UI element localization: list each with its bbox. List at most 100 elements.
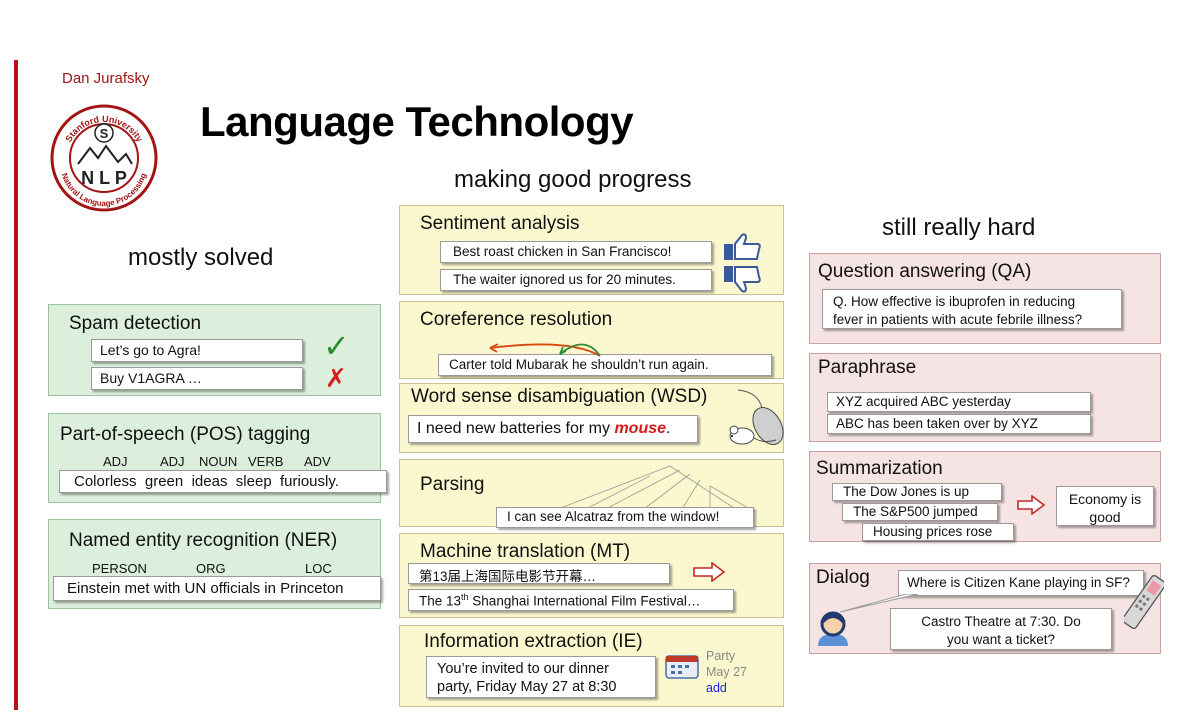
page-title: Language Technology	[200, 98, 634, 145]
ie-event-name: Party	[706, 649, 736, 663]
panel-ie: Information extraction (IE) You’re invit…	[399, 625, 784, 707]
calendar-icon	[665, 655, 699, 679]
qa-question: Q. How effective is ibuprofen in reducin…	[822, 289, 1122, 329]
svg-text:N L P: N L P	[81, 168, 127, 188]
panel-title: Coreference resolution	[420, 309, 613, 330]
paraphrase-example: ABC has been taken over by XYZ	[827, 414, 1091, 434]
panel-parsing: Parsing I can see Alcatraz from the wind…	[399, 459, 784, 528]
panel-title: Spam detection	[69, 313, 202, 334]
thumbs-up-icon	[724, 233, 761, 260]
panel-paraphrase: Paraphrase XYZ acquired ABC yesterday AB…	[809, 353, 1161, 442]
summary-output-line: Economy is	[1068, 491, 1142, 507]
qa-question-line: fever in patients with acute febrile ill…	[833, 312, 1083, 327]
mt-target-sentence: The 13th Shanghai International Film Fes…	[408, 589, 734, 611]
user-avatar-icon	[818, 611, 848, 646]
wsd-keyword: mouse	[614, 420, 667, 437]
ner-tag: ORG	[196, 561, 226, 576]
ner-tag: LOC	[305, 561, 332, 576]
panel-title: Machine translation (MT)	[420, 541, 631, 562]
panel-coreference: Coreference resolution Carter told Mubar…	[399, 301, 784, 379]
ie-email-line: party, Friday May 27 at 8:30	[437, 679, 617, 695]
pos-word: green	[144, 473, 184, 490]
panel-dialog: Dialog Where is Citizen Kane playing in …	[809, 563, 1164, 654]
check-mark-icon: ✓	[323, 328, 350, 364]
panel-pos-tagging: Part-of-speech (POS) tagging ADJ ADJ NOU…	[48, 413, 387, 503]
summary-source-sentence: Housing prices rose	[862, 523, 1014, 541]
mt-target-text: The 13	[419, 593, 462, 609]
svg-text:S: S	[100, 126, 109, 141]
sentiment-example-positive: Best roast chicken in San Francisco!	[440, 241, 712, 263]
panel-title: Part-of-speech (POS) tagging	[60, 424, 311, 445]
ie-event-date: May 27	[706, 665, 747, 679]
paraphrase-example: XYZ acquired ABC yesterday	[827, 392, 1091, 412]
pos-tag: ADJ	[160, 454, 185, 469]
qa-question-line: Q. How effective is ibuprofen in reducin…	[833, 294, 1076, 309]
coref-arcs-icon	[489, 343, 601, 357]
panel-sentiment: Sentiment analysis Best roast chicken in…	[399, 205, 784, 295]
mt-target-text: Shanghai International Film Festival…	[468, 593, 701, 609]
column-heading-still-hard: still really hard	[882, 214, 1036, 241]
ner-tag: PERSON	[92, 561, 147, 576]
dialog-response-line: you want a ticket?	[946, 632, 1056, 647]
ie-email-text: You’re invited to our dinner party, Frid…	[426, 656, 656, 698]
panel-ner: Named entity recognition (NER) PERSON OR…	[48, 519, 381, 609]
pos-word: Colorless	[74, 473, 137, 490]
computer-mouse-and-rodent-icon	[729, 389, 784, 445]
pos-tag: VERB	[248, 454, 284, 469]
parsing-sentence: I can see Alcatraz from the window!	[496, 507, 754, 528]
panel-qa: Question answering (QA) Q. How effective…	[809, 253, 1161, 344]
panel-title: Paraphrase	[818, 357, 917, 378]
dialog-response-line: Castro Theatre at 7:30. Do	[921, 614, 1081, 629]
panel-title: Question answering (QA)	[818, 261, 1032, 282]
panel-spam-detection: Spam detection Let’s go to Agra! Buy V1A…	[48, 304, 381, 396]
panel-title: Sentiment analysis	[420, 213, 580, 234]
pos-word: sleep	[235, 473, 272, 490]
ner-sentence: Einstein met with UN officials in Prince…	[53, 576, 381, 601]
panel-summarization: Summarization The Dow Jones is up The S&…	[809, 451, 1161, 542]
panel-title: Parsing	[420, 474, 485, 495]
column-heading-mostly-solved: mostly solved	[128, 244, 274, 271]
pos-tag: ADJ	[103, 454, 128, 469]
mobile-phone-icon	[1124, 575, 1164, 629]
ie-calendar-entry: Party May 27 add	[706, 648, 747, 696]
wsd-text: I need new batteries for my	[417, 420, 615, 437]
pos-word: ideas	[191, 473, 228, 490]
column-heading-making-progress: making good progress	[454, 166, 692, 193]
spam-example-ham: Let’s go to Agra!	[91, 339, 303, 362]
ie-add-link[interactable]: add	[706, 681, 727, 695]
panel-mt: Machine translation (MT) 第13届上海国际电影节开幕… …	[399, 533, 784, 618]
logo-seal-icon: Stanford University Natural Language Pro…	[50, 104, 158, 212]
pos-word: furiously.	[280, 473, 339, 490]
right-arrow-icon	[1017, 495, 1046, 515]
pos-tag: ADV	[304, 454, 331, 469]
mt-source-sentence: 第13届上海国际电影节开幕…	[408, 563, 670, 584]
summary-source-sentence: The Dow Jones is up	[832, 483, 1002, 501]
spam-example-spam: Buy V1AGRA …	[91, 367, 303, 390]
wsd-text: .	[666, 420, 671, 437]
stanford-nlp-logo: Stanford University Natural Language Pro…	[48, 104, 160, 212]
pos-sentence: Colorless green ideas sleep furiously.	[59, 470, 387, 493]
panel-title: Word sense disambiguation (WSD)	[411, 386, 708, 407]
panel-title: Dialog	[816, 567, 870, 588]
author-name: Dan Jurafsky	[62, 70, 150, 87]
summary-source-sentence: The S&P500 jumped	[842, 503, 998, 521]
panel-wsd: Word sense disambiguation (WSD) I need n…	[399, 383, 784, 453]
pos-tag: NOUN	[199, 454, 238, 469]
summary-output: Economy is good	[1056, 486, 1154, 526]
wsd-sentence: I need new batteries for my mouse.	[408, 415, 698, 443]
panel-title: Information extraction (IE)	[424, 631, 643, 652]
panel-title: Named entity recognition (NER)	[69, 530, 338, 551]
panel-title: Summarization	[816, 458, 943, 479]
dialog-user-utterance: Where is Citizen Kane playing in SF?	[898, 570, 1144, 596]
accent-bar	[14, 60, 18, 710]
cross-mark-icon: ✗	[325, 363, 347, 393]
dialog-system-response: Castro Theatre at 7:30. Do you want a ti…	[890, 608, 1112, 650]
speech-tail-icon	[839, 594, 919, 613]
coref-sentence: Carter told Mubarak he shouldn’t run aga…	[438, 354, 772, 376]
sentiment-example-negative: The waiter ignored us for 20 minutes.	[440, 269, 712, 291]
thumbs-down-icon	[724, 266, 761, 293]
mt-target-sup: th	[461, 592, 469, 602]
summary-output-line: good	[1089, 509, 1121, 525]
ie-email-line: You’re invited to our dinner	[437, 661, 609, 677]
right-arrow-icon	[693, 562, 726, 582]
